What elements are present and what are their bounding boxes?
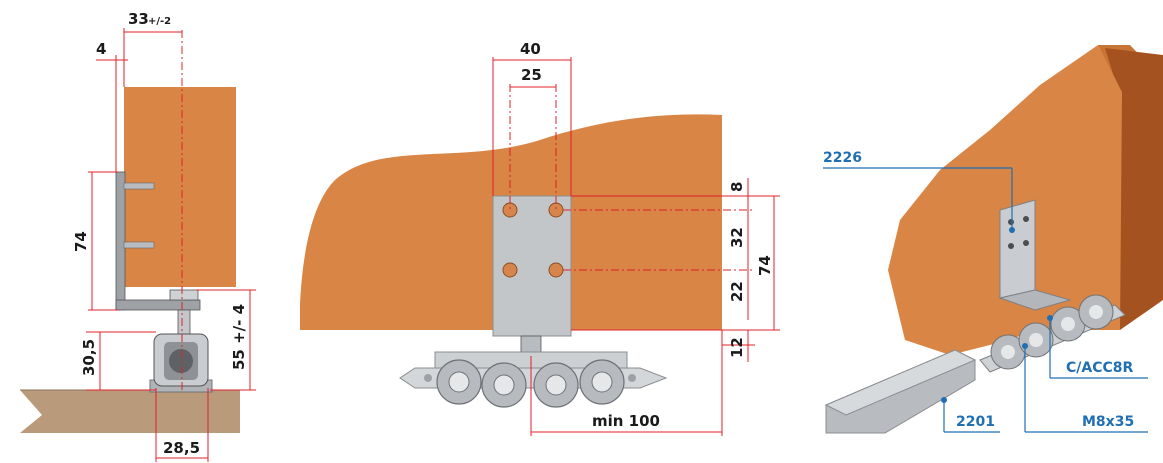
- floor-board: [20, 390, 240, 433]
- side-bracket-vertical: [115, 171, 126, 311]
- dim-25-value: 25: [521, 66, 542, 84]
- persp-bracket-hole-3: [1008, 243, 1014, 249]
- persp-bracket-hole-1: [1008, 219, 1014, 225]
- callout-2201: 2201: [956, 414, 995, 430]
- persp-door-front: [888, 45, 1122, 355]
- callout-m8x35-dot: [1022, 343, 1028, 349]
- callout-2226-dot: [1009, 227, 1015, 233]
- persp-bracket-horizontal: [998, 289, 1072, 311]
- side-nut-top: [169, 289, 199, 301]
- dim-8-value: 8: [728, 182, 746, 192]
- front-hole-bottom-right: [548, 262, 564, 278]
- dim-100-value: min 100: [592, 412, 660, 430]
- side-view: 33 +/-2 4 74 30,5 55 +/- 4 28,5: [20, 10, 256, 462]
- dim-32-value: 32: [728, 227, 746, 248]
- dim-12-value: 12: [728, 337, 746, 358]
- dim-33-value: 33: [128, 10, 149, 28]
- dim-305-value: 30,5: [80, 339, 98, 376]
- persp-wheel-1-hub: [1001, 345, 1015, 359]
- callout-acc8r-dot: [1047, 315, 1053, 321]
- callout-2226: 2226: [823, 150, 862, 166]
- dim-285-value: 28,5: [163, 439, 200, 457]
- dim-4-value: 4: [96, 40, 106, 58]
- front-wheel-1-hub: [448, 371, 470, 393]
- persp-track-top: [824, 349, 977, 416]
- callout-2201-dot: [941, 397, 947, 403]
- dim-22-value: 22: [728, 281, 746, 302]
- front-carriage-pin-left: [424, 374, 432, 382]
- dim-33-tolerance: +/-2: [148, 16, 171, 27]
- front-wheel-2-hub: [493, 374, 515, 396]
- dim-74f-value: 74: [756, 255, 774, 276]
- persp-wheel-3-hub: [1061, 317, 1075, 331]
- persp-wheel-2-hub: [1029, 333, 1043, 347]
- dim-40-value: 40: [520, 40, 541, 58]
- front-wheel-3-hub: [545, 374, 567, 396]
- front-carriage-pin-right: [628, 374, 636, 382]
- persp-bracket-vertical: [999, 199, 1036, 299]
- side-bracket-horizontal: [115, 299, 201, 311]
- dim-74-value: 74: [72, 231, 90, 252]
- side-screw-bottom: [123, 241, 155, 249]
- side-roller-wheel: [169, 349, 193, 373]
- perspective-view: 2226 C/ACC8R 2201 M8x35: [823, 45, 1163, 434]
- persp-wheel-4-hub: [1089, 305, 1103, 319]
- front-wheel-4-hub: [591, 371, 613, 393]
- persp-bracket-hole-4: [1023, 240, 1029, 246]
- front-view: 40 25 8 32 22 74 12 min 100: [300, 40, 780, 436]
- front-hole-bottom-left: [502, 262, 518, 278]
- persp-bracket-hole-2: [1023, 216, 1029, 222]
- callout-acc8r: C/ACC8R: [1066, 360, 1134, 376]
- callout-m8x35: M8x35: [1082, 414, 1134, 430]
- side-screw-top: [123, 182, 155, 190]
- dim-55-value: 55 +/- 4: [230, 304, 248, 370]
